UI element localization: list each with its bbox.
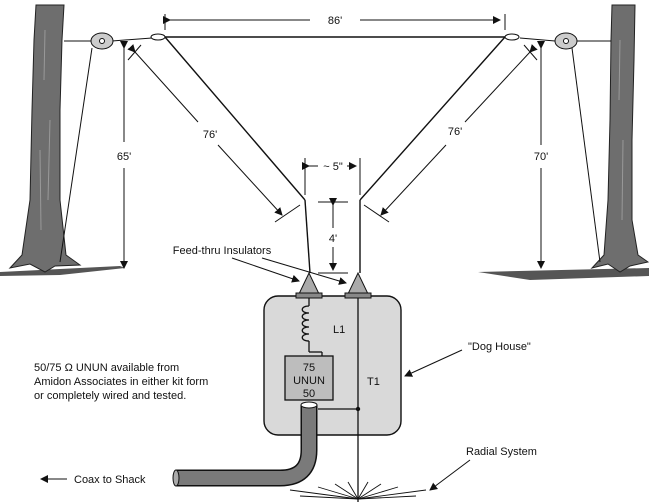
coax-label: Coax to Shack [74,474,146,486]
unun-mid-label: UNUN [293,375,325,387]
feed-length-label: 4' [329,233,337,245]
radial-lines [289,481,427,500]
ground [0,266,649,280]
note-line-1: 50/75 Ω UNUN available from [34,362,179,374]
t1-label: T1 [367,376,380,388]
l1-label: L1 [333,324,345,336]
note-line-2: Amidon Associates in either kit form [34,376,208,388]
feed-spacing-label: ~ 5" [323,161,343,173]
t1-wire [318,298,359,502]
insulators-label: Feed-thru Insulators [173,245,272,257]
right-tree [590,4,649,273]
left-tree [8,4,82,273]
left-leg-dimension [127,44,301,223]
right-pulley [554,32,578,50]
antenna-wire [164,36,506,274]
radial-arrow [429,459,471,491]
radial-label: Radial System [466,446,537,458]
unun-box [284,355,334,401]
right-leg-label: 76' [448,126,462,138]
dog-house-arrow [404,349,463,377]
left-pulley [90,32,114,50]
feed-length-dimension [318,198,348,274]
coax-cable [172,401,318,487]
left-leg-label: 76' [203,129,217,141]
top-span-label: 86' [328,15,342,27]
left-end-insulator [150,33,166,41]
unun-top-label: 75 [303,362,315,374]
unun-bottom-label: 50 [303,388,315,400]
insulator-arrows [231,257,347,285]
right-leg-dimension [363,44,538,223]
top-span-dimension [163,14,506,30]
note-line-3: or completely wired and tested. [34,390,186,402]
feed-thru-insulator-right [344,271,372,299]
left-height-label: 65' [117,151,131,163]
junction-dot [355,406,361,412]
right-height-label: 70' [534,151,548,163]
l1-coil [301,298,323,356]
feed-spacing-dimension [302,158,361,195]
unun-note: 50/75 Ω UNUN available from Amidon Assoc… [34,362,208,402]
support-ropes [59,37,611,263]
dog-house-label: "Dog House" [468,341,531,353]
feed-thru-insulator-left [295,271,323,299]
right-end-insulator [504,33,520,41]
